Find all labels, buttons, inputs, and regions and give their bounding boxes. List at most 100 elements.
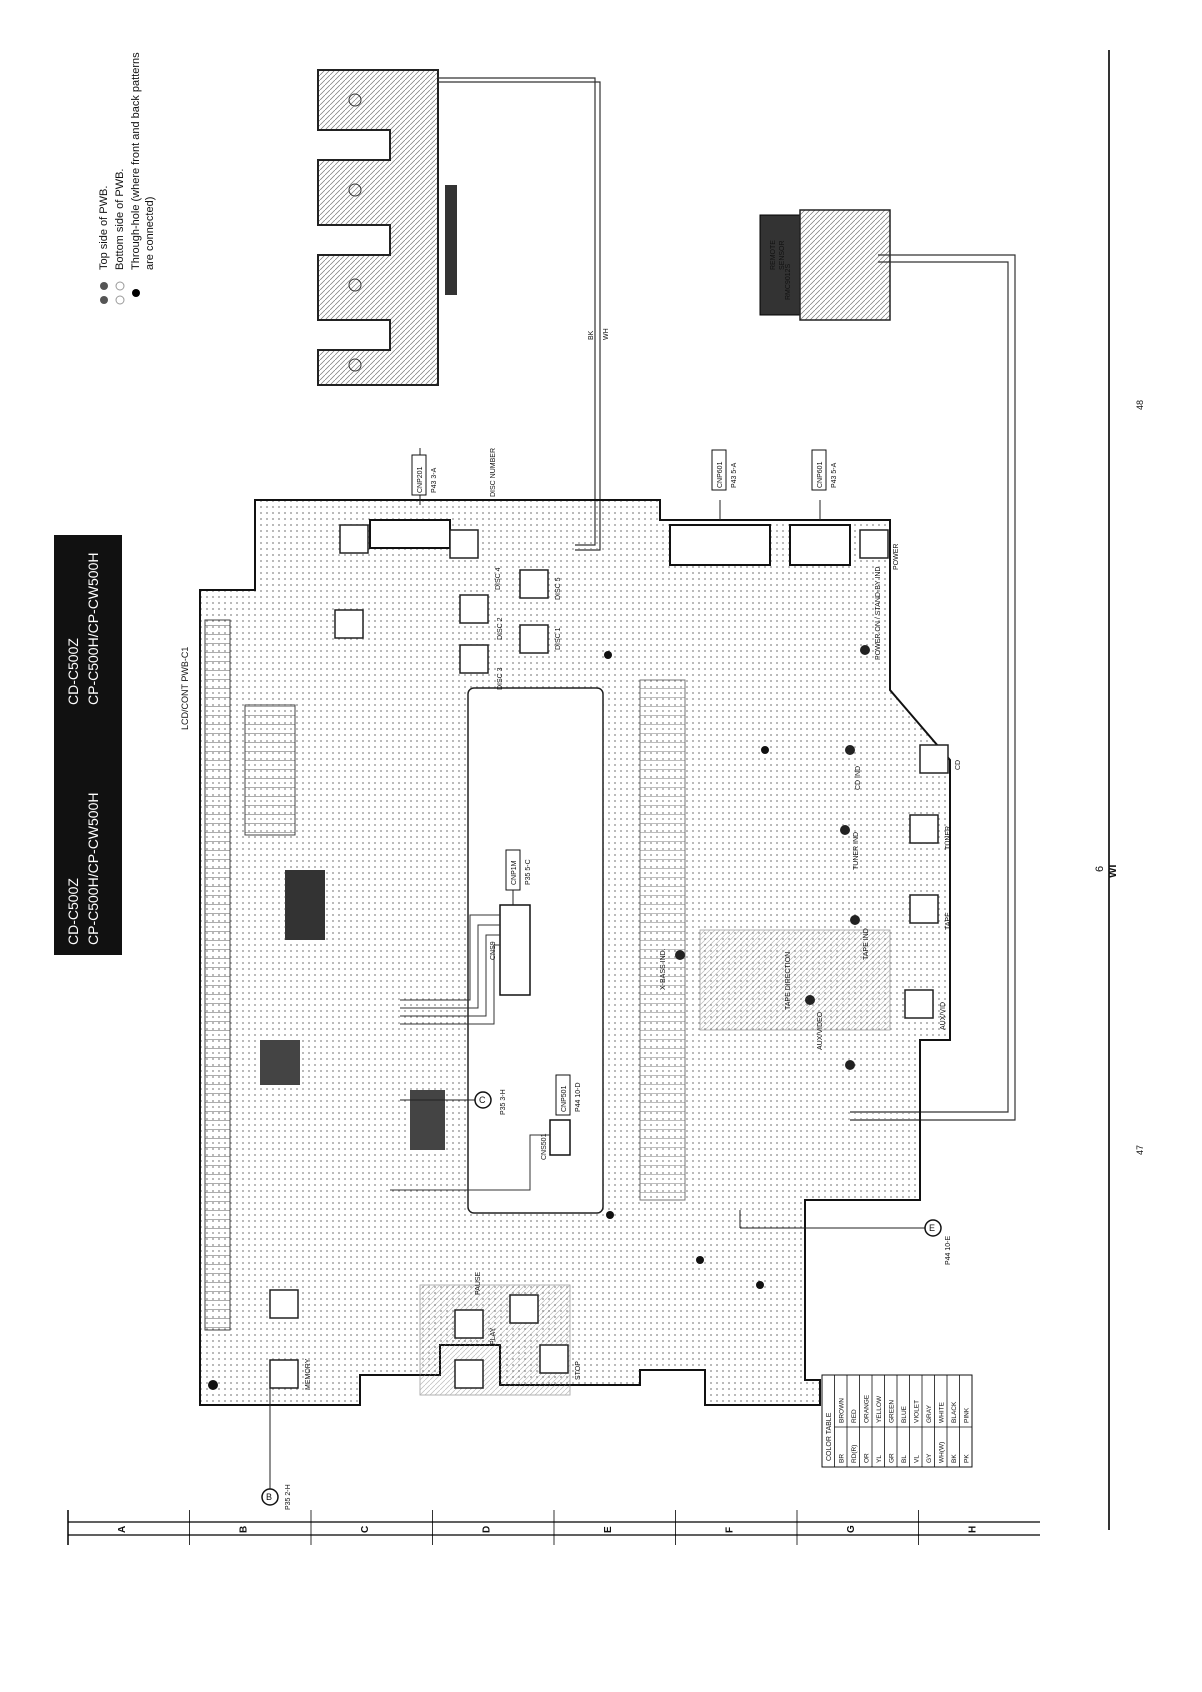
callout-c-letter: C bbox=[479, 1095, 486, 1105]
sw-play-label: PLAY bbox=[490, 1327, 497, 1345]
legend-bottom-side-icon bbox=[115, 295, 125, 305]
lcd-window bbox=[467, 687, 604, 1214]
color-table-code: BR bbox=[839, 1454, 846, 1463]
callout-b: B P35 2-H bbox=[261, 1370, 292, 1510]
led-xbass-label: X-BASS IND. bbox=[660, 948, 667, 990]
color-table-code: BK bbox=[951, 1454, 958, 1463]
led-cd-label: CD IND bbox=[855, 766, 862, 790]
cnp601a-ref: P43 5-A bbox=[731, 462, 738, 488]
banner-line4: CP-C500H/CP-CW500H bbox=[85, 553, 101, 705]
legend-top-side-icon bbox=[100, 296, 108, 304]
cns9-label: CNS9 bbox=[490, 941, 497, 960]
color-table-name: GRAY bbox=[926, 1404, 933, 1423]
callout-e-letter: E bbox=[929, 1223, 935, 1233]
color-table-code: RD(R) bbox=[851, 1445, 858, 1463]
cnp601b-block bbox=[789, 524, 851, 566]
remote-sensor-board: RMC9012S REMOTE SENSOR bbox=[759, 209, 891, 321]
color-table-name: BLACK bbox=[951, 1401, 958, 1423]
wire-bk: BK bbox=[588, 330, 595, 340]
color-table-code: WH(W) bbox=[939, 1442, 946, 1463]
color-table-code: OR bbox=[864, 1453, 871, 1463]
page-center-top: 6 bbox=[1094, 866, 1106, 872]
grid-row-strip: A B C D E F G H bbox=[67, 1510, 1040, 1545]
disc4-label: DISC 4 bbox=[495, 567, 502, 590]
cnp1m-label: CNP1M bbox=[511, 860, 518, 885]
grid-row-letter: C bbox=[360, 1526, 371, 1533]
led-tape-direction-label: TAPE DIRECTION bbox=[785, 952, 792, 1010]
disc3-label: DISC 3 bbox=[497, 667, 504, 690]
led-tape-label: TAPE IND bbox=[863, 928, 870, 960]
grid-row-letter: G bbox=[846, 1525, 857, 1533]
page-center-bottom: WI bbox=[1107, 865, 1119, 878]
cnp601b-label: CNP601 bbox=[817, 461, 824, 488]
color-table-code: GY bbox=[926, 1453, 933, 1463]
board-label: LCD/CONT PWB-C1 bbox=[180, 647, 190, 730]
remote-label1: REMOTE bbox=[770, 240, 777, 270]
disc-number-label: DISC NUMBER bbox=[490, 448, 497, 497]
cnp201-block bbox=[369, 519, 451, 549]
color-table-code: GR bbox=[889, 1453, 896, 1463]
led-power-label: POWER ON / STAND-BY IND bbox=[875, 567, 882, 660]
grid-row-letter: A bbox=[117, 1526, 128, 1533]
grid-row-letter: H bbox=[967, 1526, 978, 1533]
color-table-name: RED bbox=[851, 1409, 858, 1423]
color-table-code: PK bbox=[964, 1454, 971, 1463]
color-table-name: BLUE bbox=[901, 1405, 908, 1423]
cns501-label: CNS501 bbox=[541, 1133, 548, 1160]
main-ic bbox=[285, 870, 325, 940]
grid-row-letter: F bbox=[724, 1527, 735, 1533]
color-table-name: PINK bbox=[964, 1407, 971, 1423]
led-aux-label: AUX/VIDEO bbox=[817, 1011, 824, 1050]
wire-wh: WH bbox=[603, 328, 610, 340]
left-pin-strip bbox=[204, 619, 231, 1331]
sw-tape-label: TAPE bbox=[945, 912, 952, 930]
color-table-title: COLOR TABLE bbox=[826, 1412, 833, 1461]
color-table-code: VL bbox=[914, 1455, 921, 1463]
cnp201-ref: P43 3-A bbox=[431, 467, 438, 493]
color-table-code: BL bbox=[901, 1455, 908, 1463]
legend-text-0: Top side of PWB. bbox=[98, 186, 110, 270]
sw-cd-label: CD bbox=[955, 760, 962, 770]
grid-row-letter: E bbox=[603, 1526, 614, 1533]
disc5-label: DISC 5 bbox=[555, 577, 562, 600]
color-table-name: YELLOW bbox=[876, 1395, 883, 1423]
legend-through-hole-icon bbox=[132, 289, 140, 297]
cnp601a-block bbox=[669, 524, 771, 566]
cnp1m-ref: P35 5-C bbox=[525, 859, 532, 885]
banner-line3: CD-C500Z bbox=[65, 638, 81, 705]
banner-line2: CP-C500H/CP-CW500H bbox=[85, 793, 101, 945]
sw-aux-label: AUX/VID bbox=[940, 1002, 947, 1030]
cns9-block bbox=[499, 904, 531, 996]
cnp601a-label: CNP601 bbox=[717, 461, 724, 488]
color-table-name: ORANGE bbox=[864, 1394, 871, 1423]
page-number-left: 47 bbox=[1135, 1145, 1145, 1155]
sw-pause-label: PAUSE bbox=[475, 1271, 482, 1295]
grid-row-letter: B bbox=[238, 1526, 249, 1533]
cnp501-label: CNP501 bbox=[561, 1085, 568, 1112]
callout-b-letter: B bbox=[266, 1492, 272, 1502]
color-table-name: VIOLET bbox=[914, 1400, 921, 1423]
legend-text-2: Through-hole (where front and back patte… bbox=[130, 52, 142, 270]
sw-memory-label: MEMORY bbox=[305, 1358, 312, 1390]
callout-c: C P35 3-H bbox=[400, 1089, 507, 1115]
grid-row-letter: D bbox=[481, 1526, 492, 1533]
legend-text-1: Bottom side of PWB. bbox=[114, 169, 126, 270]
callout-c-ref: P35 3-H bbox=[500, 1089, 507, 1115]
banner-line1: CD-C500Z bbox=[65, 878, 81, 945]
cnp501-ref: P44 10-D bbox=[575, 1082, 582, 1112]
cns501-block bbox=[549, 1119, 571, 1156]
led-tuner-label: TUNER IND bbox=[853, 832, 860, 870]
callout-e: E P44 10-E bbox=[739, 1210, 952, 1265]
sw-power-label: POWER bbox=[893, 544, 900, 570]
remote-label2: SENSOR bbox=[779, 240, 786, 270]
remote-part: RMC9012S bbox=[785, 263, 792, 300]
color-table-name: BROWN bbox=[839, 1398, 846, 1423]
color-table-name: WHITE bbox=[939, 1401, 946, 1423]
page-number-right: 48 bbox=[1135, 400, 1145, 410]
sw-stop-label: STOP bbox=[575, 1361, 582, 1380]
cnp601b-ref: P43 5-A bbox=[831, 462, 838, 488]
legend: Top side of PWB. Bottom side of PWB. Thr… bbox=[98, 52, 156, 305]
legend-text-3: are connected) bbox=[144, 197, 156, 270]
